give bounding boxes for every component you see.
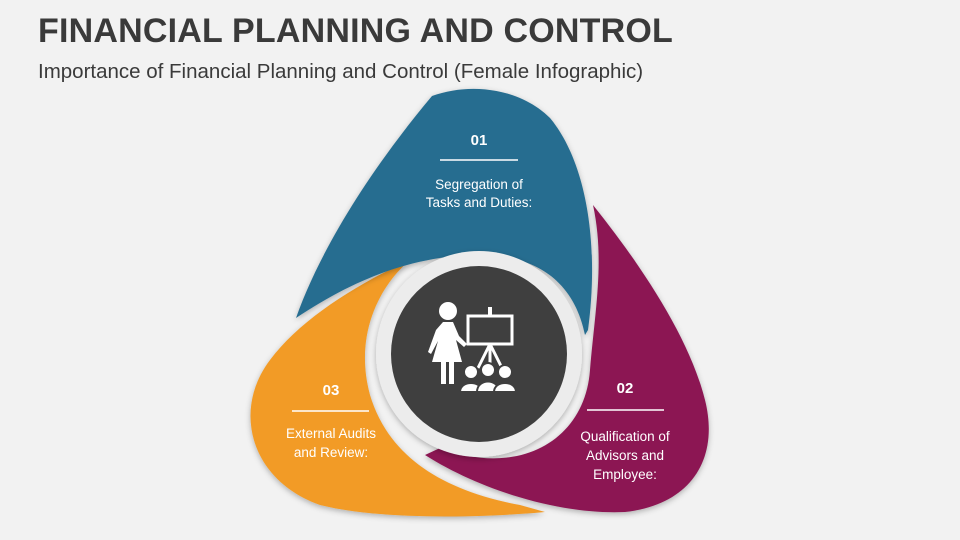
segment-03-text-line1: External Audits [286,426,376,441]
segment-03-text-line2: and Review: [294,445,368,460]
segment-02-text-line3: Employee: [593,467,657,482]
page-subtitle: Importance of Financial Planning and Con… [38,60,644,83]
center-circle [391,266,567,442]
page-title: FINANCIAL PLANNING AND CONTROL [38,12,673,50]
segment-02-label: 02 Qualification of Advisors and Employe… [580,380,670,482]
segment-02-text-line2: Advisors and [586,448,664,463]
segment-03-number: 03 [323,382,340,399]
segment-01-label: 01 Segregation of Tasks and Duties: [426,132,533,210]
segment-01-text-line2: Tasks and Duties: [426,195,533,210]
female-presenter-audience-icon [428,302,518,393]
segment-02-number: 02 [617,380,634,397]
segment-01-text-line1: Segregation of [435,177,523,192]
segment-03-shape [250,260,545,517]
segment-03-label: 03 External Audits and Review: [286,382,376,460]
segment-02-text-line1: Qualification of [580,429,670,444]
segment-01-shape [296,88,593,335]
segment-02-shape [425,205,709,513]
segment-01-number: 01 [471,132,488,149]
